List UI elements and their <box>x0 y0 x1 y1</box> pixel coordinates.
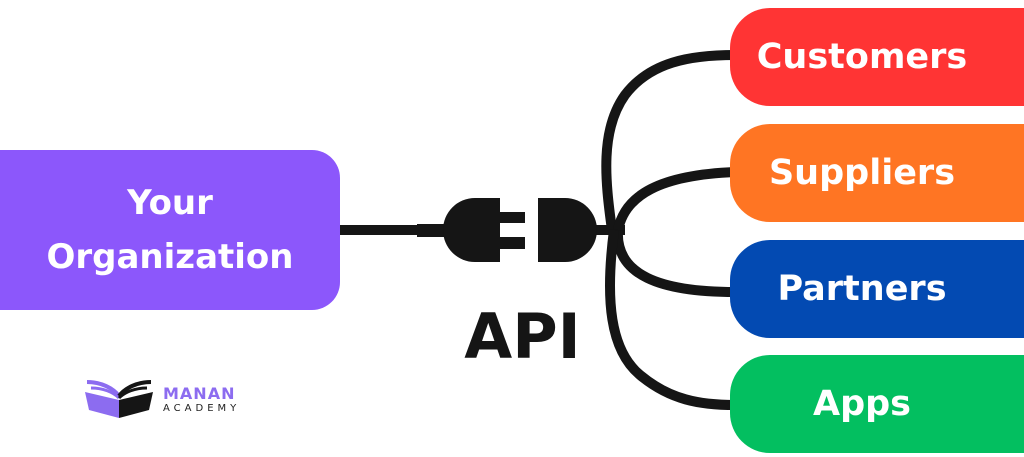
target-customers: Customers <box>730 8 1024 106</box>
socket-icon <box>538 198 597 262</box>
logo-line2: ACADEMY <box>163 403 241 414</box>
target-suppliers: Suppliers <box>730 124 1024 222</box>
target-apps: Apps <box>730 355 1024 453</box>
cable-partners <box>612 229 736 297</box>
source-line2: Organization <box>46 237 294 277</box>
plug-icon <box>417 198 525 262</box>
cable-suppliers <box>613 167 736 232</box>
logo-line1: MANAN <box>163 384 236 403</box>
manan-academy-logo: MANAN ACADEMY <box>83 380 240 420</box>
cable-customers <box>601 50 736 231</box>
cable-apps <box>604 229 736 410</box>
open-book-icon <box>85 380 153 418</box>
api-label: API <box>464 300 581 373</box>
source-line1: Your <box>127 183 213 223</box>
target-partners: Partners <box>730 240 1024 338</box>
source-organization-box: Your Organization <box>0 150 340 310</box>
